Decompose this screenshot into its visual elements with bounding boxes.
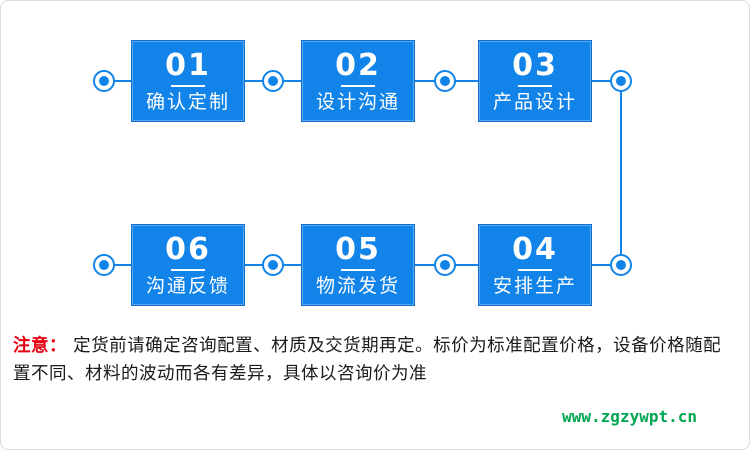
step-label: 沟通反馈: [145, 274, 230, 297]
connector-dot-core: [616, 260, 626, 270]
connector-dot: [262, 70, 284, 92]
connector-dot-core: [99, 76, 109, 86]
website-url: www.zgzywpt.cn: [562, 407, 697, 426]
connector-dot-core: [616, 76, 626, 86]
step-number: 01: [165, 50, 211, 87]
step-box-04: 04 安排生产: [478, 224, 592, 306]
connector-dot-core: [268, 260, 278, 270]
connector-line-right: [620, 81, 622, 265]
step-number: 04: [512, 234, 558, 271]
connector-dot-core: [99, 260, 109, 270]
connector-dot-core: [440, 76, 450, 86]
connector-dot: [93, 254, 115, 276]
step-number: 06: [165, 234, 211, 271]
connector-dot: [434, 70, 456, 92]
step-box-02: 02 设计沟通: [301, 40, 415, 122]
connector-dot: [610, 254, 632, 276]
note-prefix: 注意：: [13, 336, 67, 356]
note-text: 定货前请确定咨询配置、材质及交货期再定。标价为标准配置价格，设备价格随配置不同、…: [13, 336, 722, 384]
step-box-05: 05 物流发货: [301, 224, 415, 306]
connector-dot: [610, 70, 632, 92]
step-number: 05: [335, 234, 381, 271]
connector-dot-core: [268, 76, 278, 86]
step-box-06: 06 沟通反馈: [131, 224, 245, 306]
connector-dot-core: [440, 260, 450, 270]
note: 注意： 定货前请确定咨询配置、材质及交货期再定。标价为标准配置价格，设备价格随配…: [13, 332, 739, 388]
connector-dot: [434, 254, 456, 276]
step-label: 确认定制: [145, 90, 230, 113]
step-number: 02: [335, 50, 381, 87]
connector-dot: [262, 254, 284, 276]
step-label: 物流发货: [315, 274, 400, 297]
step-label: 设计沟通: [315, 90, 400, 113]
step-number: 03: [512, 50, 558, 87]
step-box-01: 01 确认定制: [131, 40, 245, 122]
step-label: 安排生产: [492, 274, 577, 297]
step-box-03: 03 产品设计: [478, 40, 592, 122]
connector-dot: [93, 70, 115, 92]
step-label: 产品设计: [492, 90, 577, 113]
